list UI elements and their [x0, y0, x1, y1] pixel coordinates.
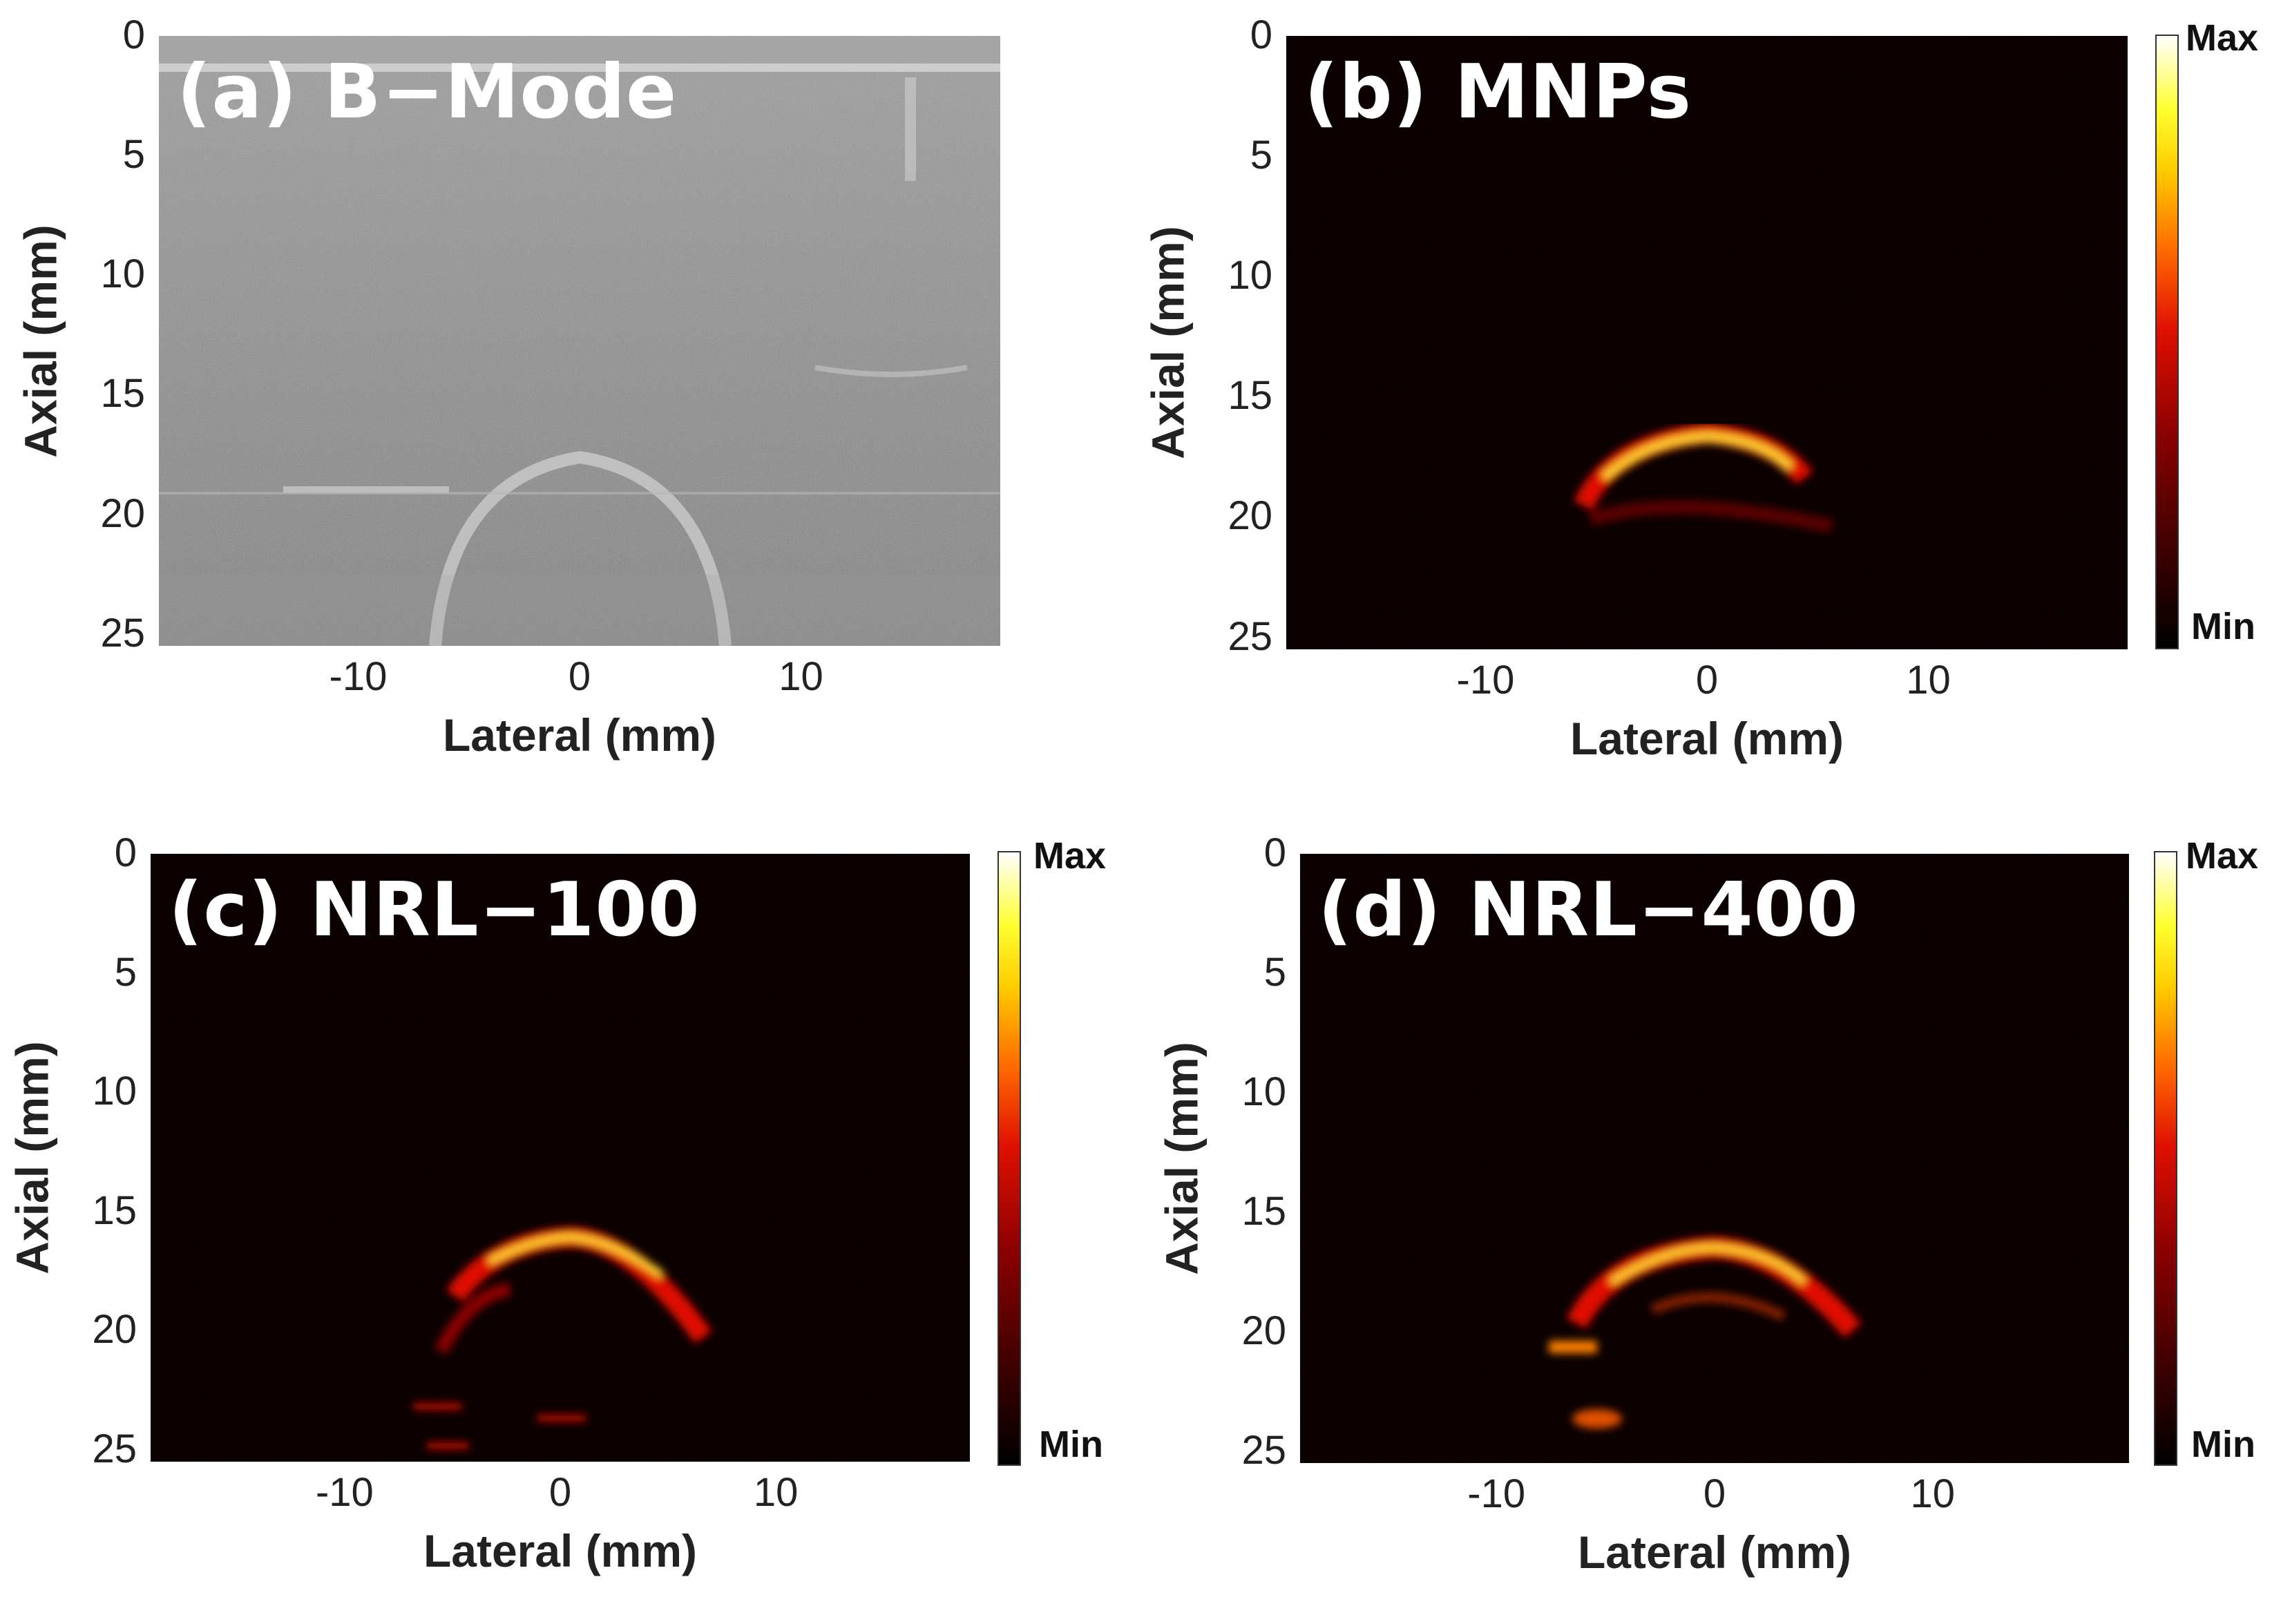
- panel-d-title: (d) NRL−400: [1318, 867, 1859, 953]
- ytick-a-5: 25: [100, 610, 145, 656]
- ytick-c-0: 0: [114, 830, 137, 875]
- ytick-b-5: 25: [1228, 613, 1272, 659]
- panel-a-title: (a) B−Mode: [177, 49, 678, 135]
- ytick-a-0: 0: [122, 12, 145, 57]
- ytick-d-4: 20: [1241, 1308, 1286, 1353]
- ytick-d-0: 0: [1263, 830, 1286, 875]
- ylabel-d: Axial (mm): [1156, 1042, 1207, 1275]
- mnps-image: (b) MNPs: [1286, 36, 2128, 649]
- ytick-c-5: 25: [92, 1426, 137, 1471]
- ytick-d-5: 25: [1241, 1427, 1286, 1473]
- ytick-a-2: 10: [100, 251, 145, 297]
- xlabel-d: Lateral (mm): [1577, 1527, 1852, 1578]
- ytick-d-1: 5: [1263, 949, 1286, 995]
- nrl400-image: (d) NRL−400: [1300, 854, 2129, 1463]
- xtick-b-0: -10: [1456, 658, 1515, 703]
- xtick-c-2: 10: [753, 1470, 799, 1515]
- colorbar-d: [2154, 851, 2177, 1466]
- colorbar-c-max: Max: [1033, 835, 1107, 877]
- xtick-a-0: -10: [329, 654, 388, 699]
- ylabel-c: Axial (mm): [6, 1041, 58, 1274]
- ytick-a-4: 20: [100, 490, 145, 536]
- panel-c-title: (c) NRL−100: [169, 867, 700, 953]
- colorbar-b-max: Max: [2186, 17, 2259, 59]
- colorbar-c: [997, 851, 1021, 1466]
- xtick-a-1: 0: [568, 654, 591, 699]
- xtick-b-2: 10: [1906, 658, 1951, 703]
- panel-b-title: (b) MNPs: [1304, 49, 1692, 135]
- ytick-a-3: 15: [100, 371, 145, 417]
- ytick-d-3: 15: [1241, 1188, 1286, 1234]
- xtick-b-1: 0: [1695, 658, 1719, 703]
- ytick-c-1: 5: [114, 949, 137, 995]
- ytick-b-1: 5: [1250, 133, 1272, 178]
- bmode-image: (a) B−Mode: [159, 36, 1000, 646]
- mnps-svg: [1286, 36, 2128, 649]
- xtick-d-2: 10: [1910, 1471, 1956, 1516]
- xtick-a-2: 10: [779, 654, 823, 699]
- ytick-a-1: 5: [122, 132, 145, 178]
- ytick-d-2: 10: [1241, 1069, 1286, 1114]
- colorbar-b-min: Min: [2191, 606, 2255, 647]
- xlabel-b: Lateral (mm): [1569, 713, 1844, 764]
- nrl400-svg: [1300, 854, 2129, 1463]
- bmode-svg: [159, 36, 1000, 646]
- ytick-b-2: 10: [1228, 253, 1272, 298]
- ytick-b-0: 0: [1250, 12, 1272, 57]
- ytick-c-2: 10: [92, 1069, 137, 1114]
- colorbar-d-max: Max: [2186, 835, 2259, 877]
- ytick-c-3: 15: [92, 1187, 137, 1233]
- ytick-c-4: 20: [92, 1307, 137, 1353]
- xlabel-c: Lateral (mm): [423, 1525, 698, 1576]
- ytick-b-4: 20: [1228, 493, 1272, 539]
- ylabel-a: Axial (mm): [15, 224, 66, 458]
- xtick-c-1: 0: [548, 1470, 572, 1515]
- xtick-d-1: 0: [1703, 1471, 1726, 1516]
- xlabel-a: Lateral (mm): [442, 709, 717, 761]
- ytick-b-3: 15: [1228, 373, 1272, 419]
- nrl100-svg: [151, 854, 970, 1462]
- colorbar-c-min: Min: [1039, 1424, 1103, 1465]
- colorbar-b: [2155, 35, 2179, 649]
- nrl100-image: (c) NRL−100: [151, 854, 970, 1462]
- xtick-c-0: -10: [315, 1470, 374, 1515]
- ylabel-b: Axial (mm): [1142, 226, 1194, 459]
- xtick-d-0: -10: [1467, 1471, 1526, 1516]
- colorbar-d-min: Min: [2191, 1424, 2255, 1465]
